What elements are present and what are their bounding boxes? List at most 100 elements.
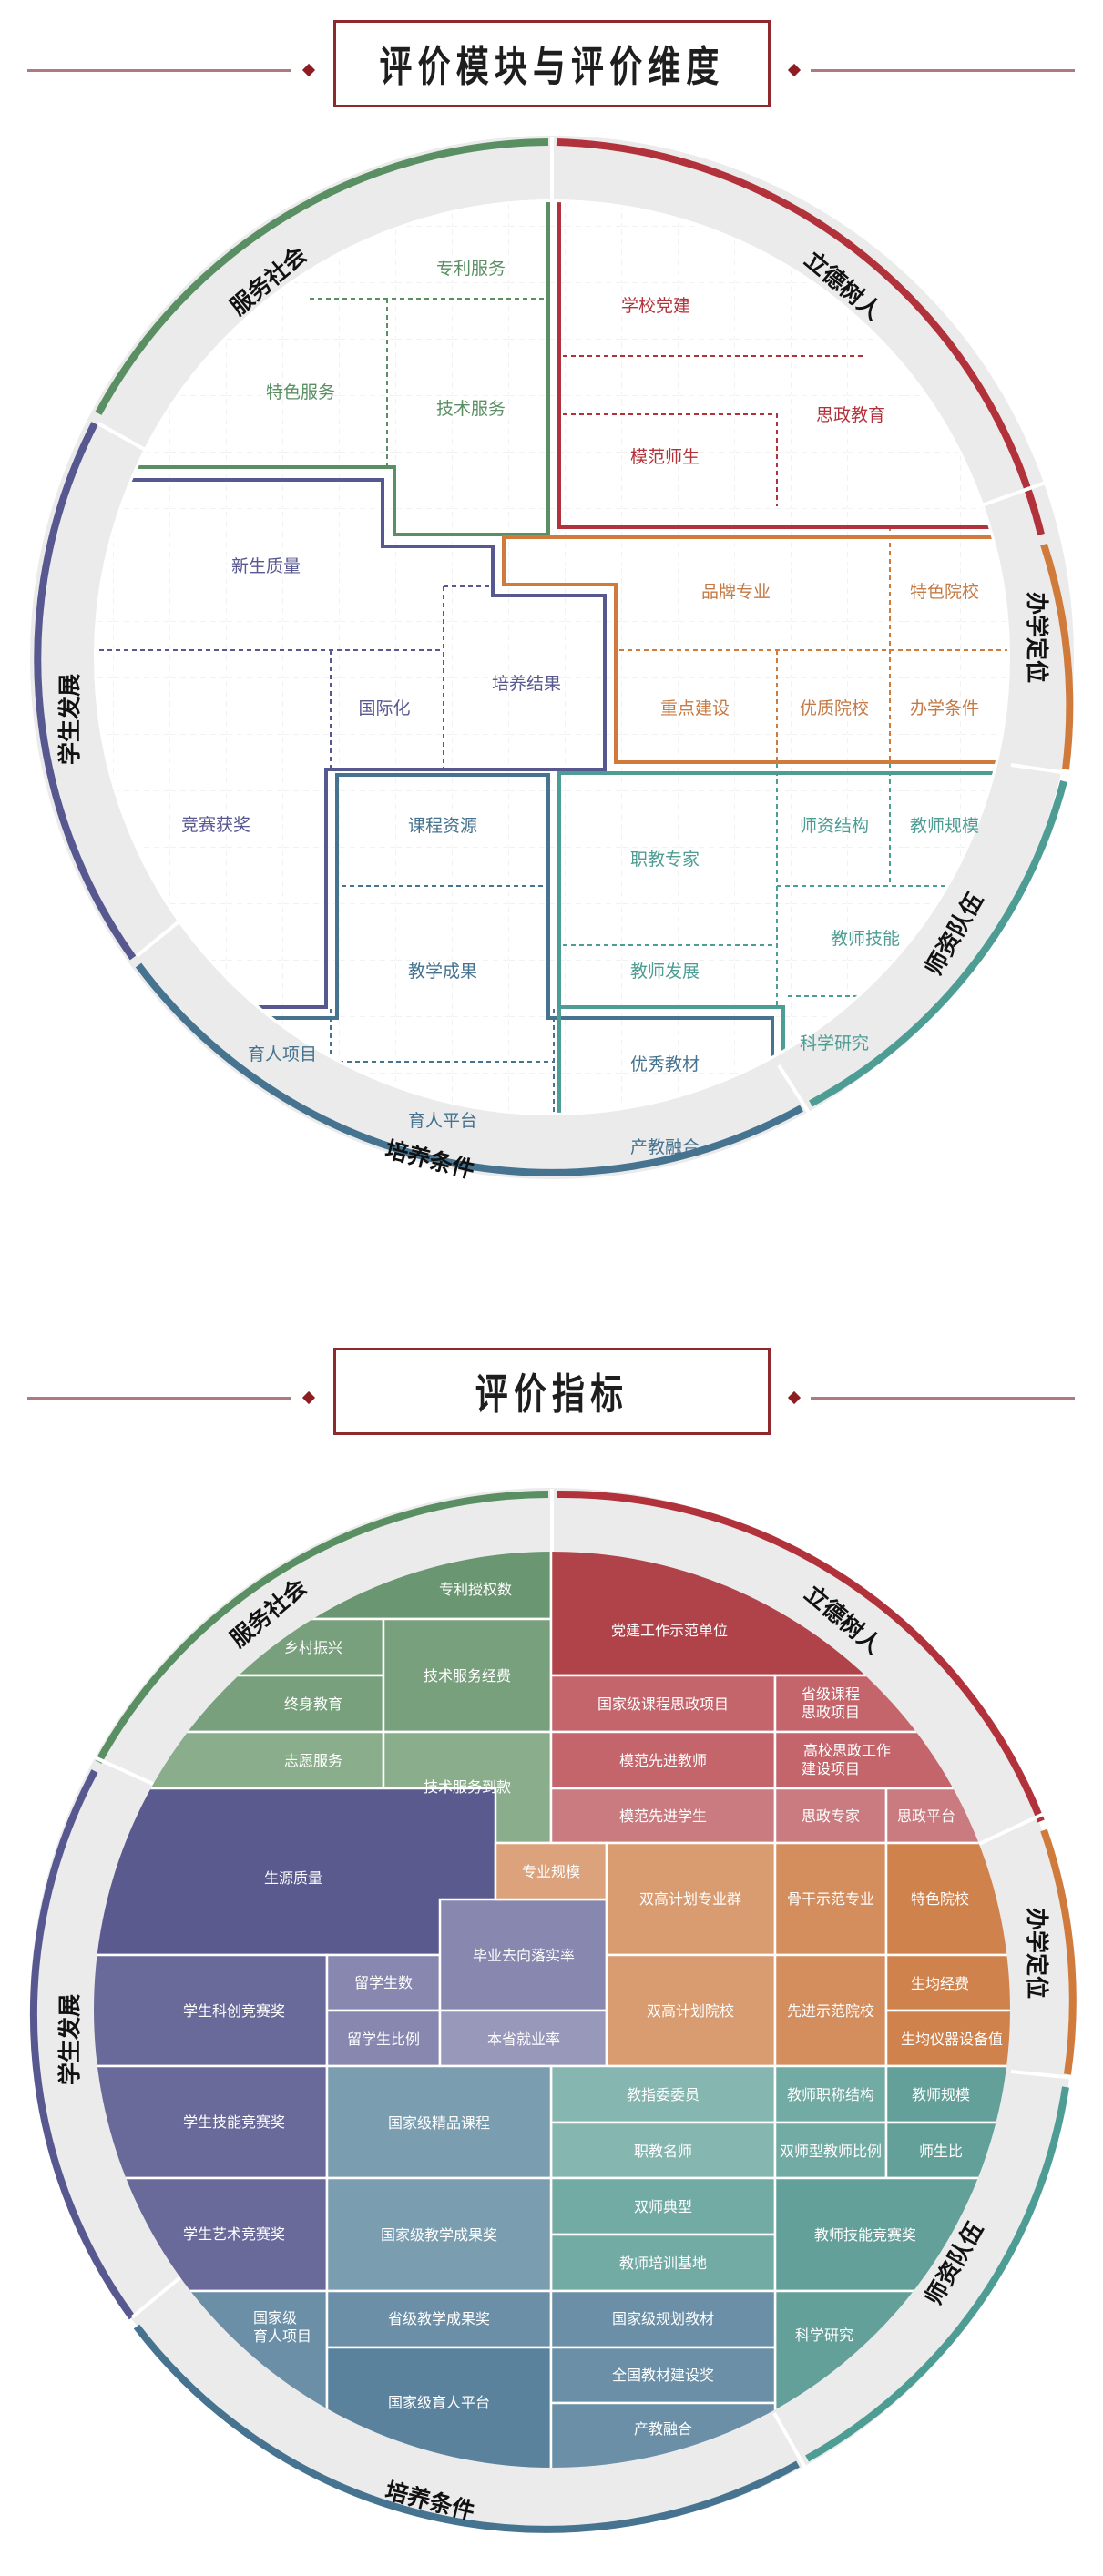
indicator-label: 思政项目 [802, 1704, 860, 1721]
diamond-ornament-left [301, 1390, 316, 1405]
header-rule-right [811, 1397, 1075, 1400]
indicator-label: 产教融合 [634, 2420, 692, 2438]
indicator-label: 学生科创竞赛奖 [183, 2002, 285, 2020]
header-rule-right [811, 69, 1075, 72]
indicator-label: 留学生数 [354, 1974, 413, 1991]
indicator-label: 育人项目 [253, 2327, 311, 2345]
indicator-label: 生均仪器设备值 [901, 2031, 1003, 2048]
indicator-label: 职教名师 [634, 2143, 692, 2160]
module-label: 思政教育 [816, 405, 885, 425]
module-label: 模范师生 [630, 447, 700, 467]
indicator-label: 技术服务经费 [424, 1667, 511, 1685]
indicator-label: 国家级课程思政项目 [597, 1695, 729, 1713]
module-label: 新生质量 [231, 556, 301, 576]
indicator-label: 技术服务到款 [424, 1778, 511, 1796]
diamond-ornament-right [787, 1390, 802, 1405]
indicator-label: 教师规模 [912, 2086, 970, 2103]
indicator-label: 本省就业率 [487, 2031, 560, 2048]
indicator-label: 省级课程 [802, 1685, 860, 1703]
indicator-label: 双高计划专业群 [639, 1890, 741, 1908]
indicator-label: 志愿服务 [284, 1752, 342, 1769]
indicator-label: 国家级规划教材 [612, 2310, 714, 2327]
region-xuesheng-outline [97, 478, 607, 1009]
indicator-label: 国家级育人平台 [388, 2394, 490, 2411]
dimension-arcs [29, 1490, 1077, 2533]
indicator-label: 师生比 [919, 2143, 963, 2160]
module-label: 产教融合 [630, 1137, 700, 1157]
module-label: 技术服务 [436, 399, 506, 419]
arc-shizi [805, 2086, 1069, 2462]
arc-lide [556, 138, 1045, 535]
module-label: 教师发展 [630, 962, 700, 982]
module-label: 优秀教材 [630, 1054, 700, 1074]
header-rule-left [27, 69, 291, 72]
arc-peiyang [135, 962, 803, 1176]
arc-fuwu [95, 1491, 549, 1764]
indicator-label: 学生艺术竞赛奖 [183, 2225, 285, 2243]
indicator-label: 教师培训基地 [619, 2255, 707, 2272]
indicator-label: 专业规模 [522, 1863, 580, 1880]
indicator-label: 模范先进教师 [619, 1752, 707, 1769]
indicator-label: 生均经费 [911, 1975, 969, 1992]
module-label: 教学成果 [408, 962, 477, 982]
indicator-label: 教师技能竞赛奖 [814, 2226, 916, 2244]
indicator-label: 国家级教学成果奖 [381, 2226, 497, 2244]
arc-shizi [809, 779, 1067, 1107]
indicator-label: 思政专家 [802, 1807, 860, 1825]
indicator-label: 学生技能竞赛奖 [183, 2113, 285, 2131]
module-label: 育人项目 [248, 1044, 317, 1064]
region-fuwu-outline [97, 202, 550, 536]
module-label: 品牌专业 [701, 582, 771, 602]
module-label: 特色服务 [266, 382, 335, 402]
region-banxue-outline [502, 535, 1007, 764]
header-title-box: 评价模块与评价维度 [333, 20, 771, 107]
arc-lide [556, 1490, 1045, 1823]
module-label: 学校党建 [621, 296, 690, 316]
indicator-label: 特色院校 [911, 1890, 969, 1908]
indicator-label: 教指委委员 [627, 2086, 700, 2103]
module-label: 教师规模 [910, 816, 979, 836]
indicator-label: 先进示范院校 [787, 2002, 874, 2020]
indicator-label: 双高计划院校 [647, 2002, 734, 2020]
header-title-box: 评价指标 [333, 1348, 771, 1435]
section-header-indicators: 评价指标 [0, 1348, 1103, 1448]
module-label: 竞赛获奖 [181, 815, 250, 835]
indicator-label: 党建工作示范单位 [611, 1622, 728, 1639]
arc-xuesheng [34, 422, 137, 961]
module-label: 国际化 [358, 698, 410, 718]
arc-xuesheng [29, 1769, 136, 2320]
indicator-label: 高校思政工作 [803, 1742, 891, 1759]
module-label: 育人平台 [408, 1111, 477, 1131]
module-label: 专利服务 [436, 259, 506, 279]
indicator-label: 国家级精品课程 [388, 2114, 490, 2132]
indicator-label: 骨干示范专业 [787, 1890, 874, 1908]
ring-label-banxue: 办学定位 [1024, 1908, 1050, 1999]
arc-peiyang [133, 2324, 800, 2533]
module-label: 重点建设 [660, 698, 730, 718]
indicator-label: 模范先进学生 [619, 1807, 707, 1825]
module-label: 科学研究 [800, 1033, 869, 1054]
arc-banxue [1040, 1828, 1077, 2075]
module-label: 办学条件 [910, 698, 979, 718]
ring-separators [97, 137, 1076, 1117]
indicator-label: 毕业去向落实率 [473, 1947, 575, 1964]
indicator-label: 专利授权数 [439, 1581, 512, 1598]
arc-fuwu [95, 138, 549, 415]
module-label: 师资结构 [800, 816, 869, 836]
indicator-label: 双师型教师比例 [780, 2143, 882, 2160]
indicator-label: 全国教材建设奖 [612, 2367, 714, 2384]
indicator-label: 终身教育 [284, 1695, 342, 1713]
section-title: 评价指标 [475, 1369, 629, 1419]
indicator-label: 省级教学成果奖 [388, 2310, 490, 2327]
module-label: 优质院校 [800, 698, 869, 718]
region-peiyang-outline [97, 773, 774, 1113]
indicator-label: 生源质量 [264, 1869, 322, 1887]
page-title: 评价模块与评价维度 [379, 42, 725, 91]
region-lide-outline [557, 202, 1007, 529]
ring-label-banxue: 办学定位 [1024, 592, 1050, 683]
indicator-label: 建设项目 [802, 1760, 860, 1777]
module-label: 课程资源 [408, 816, 477, 836]
indicator-label: 乡村振兴 [284, 1639, 342, 1656]
ring-label-xuesheng: 学生发展 [56, 674, 83, 765]
indicators-treemap: 服务社会 立德树人 办学定位 师资队伍 培养条件 学生发展 专利授权数 乡村振兴… [29, 1488, 1077, 2533]
